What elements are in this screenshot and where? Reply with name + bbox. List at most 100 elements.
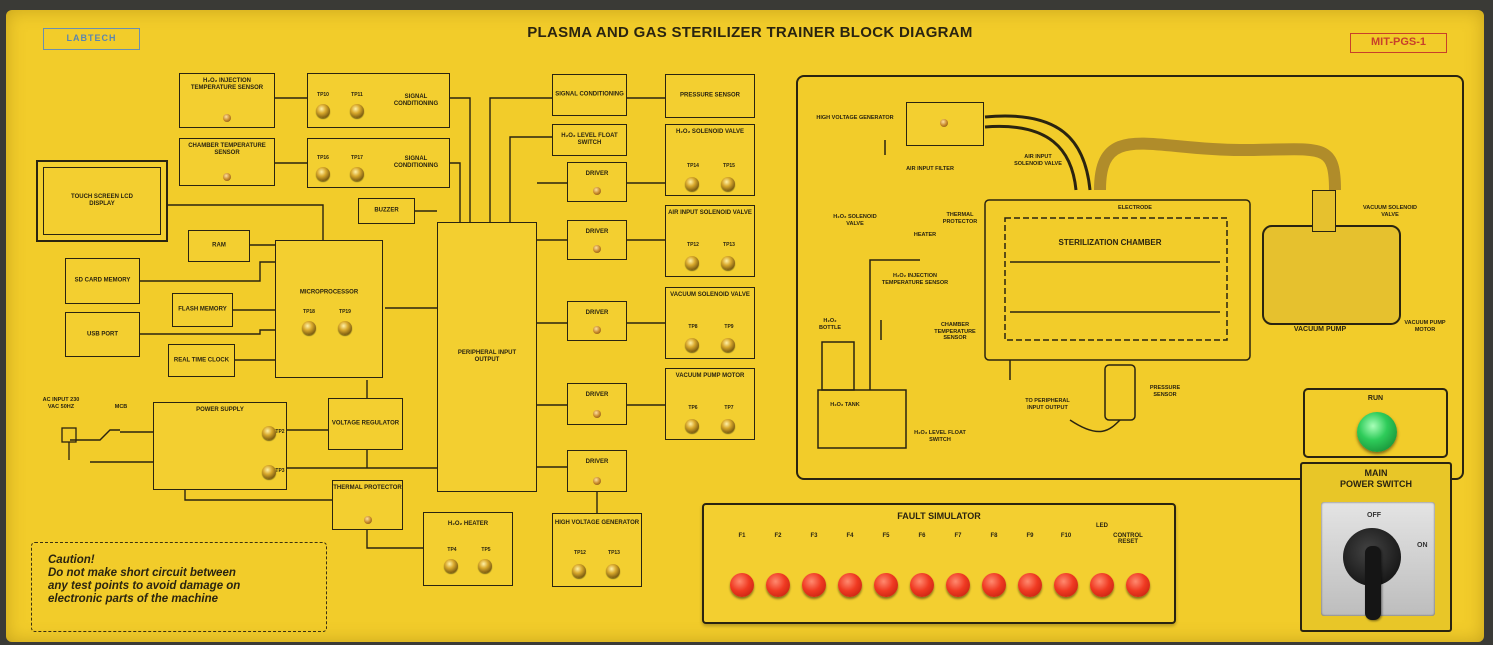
- diagram-title: PLASMA AND GAS STERILIZER TRAINER BLOCK …: [440, 24, 1060, 41]
- switch-plate: OFF ON: [1321, 502, 1435, 616]
- test-point-jack[interactable]: [572, 564, 586, 578]
- test-point-jack[interactable]: [685, 256, 699, 270]
- test-point-jack[interactable]: [338, 321, 352, 335]
- test-point-label: TP18: [298, 309, 320, 316]
- block-label: RAM: [189, 243, 249, 250]
- test-point-jack[interactable]: [316, 104, 330, 118]
- fault-label-f2: F2: [758, 533, 798, 539]
- block-driver-5: DRIVER: [567, 450, 627, 492]
- indicator-led: [940, 119, 948, 127]
- main-power-switch-title: MAIN POWER SWITCH: [1302, 468, 1450, 490]
- block-label: DRIVER: [568, 451, 626, 466]
- block-signal-conditioning-1: SIGNAL CONDITIONING TP10 TP11: [307, 73, 450, 128]
- test-point-jack[interactable]: [685, 419, 699, 433]
- chamber-label-vacuum-valve: VACUUM SOLENOID VALVE: [1360, 205, 1420, 218]
- test-point-jack[interactable]: [350, 167, 364, 181]
- chamber-label-h2o2-valve: H₂O₂ SOLENOID VALVE: [830, 214, 880, 227]
- block-peripheral-io: PERIPHERAL INPUT OUTPUT: [437, 222, 537, 492]
- fault-button[interactable]: [766, 573, 790, 597]
- chamber-label-vacuum-motor: VACUUM PUMP MOTOR: [1400, 320, 1450, 333]
- fault-label-f8: F8: [974, 533, 1014, 539]
- block-label: VOLTAGE REGULATOR: [329, 421, 402, 428]
- block-ram: RAM: [188, 230, 250, 262]
- switch-title-line: MAIN: [1302, 468, 1450, 479]
- fault-button[interactable]: [802, 573, 826, 597]
- fault-button[interactable]: [910, 573, 934, 597]
- model-number: MIT-PGS-1: [1350, 33, 1447, 53]
- block-real-time-clock: REAL TIME CLOCK: [168, 344, 235, 377]
- test-point-jack[interactable]: [606, 564, 620, 578]
- fault-button[interactable]: [730, 573, 754, 597]
- fault-button[interactable]: [874, 573, 898, 597]
- block-signal-conditioning-2: SIGNAL CONDITIONING TP16 TP17: [307, 138, 450, 188]
- test-point-label: TP12: [682, 242, 704, 249]
- run-button[interactable]: [1357, 412, 1397, 452]
- test-point-jack[interactable]: [721, 338, 735, 352]
- test-point-label: TP11: [346, 92, 368, 99]
- block-label: SIGNAL CONDITIONING: [386, 94, 446, 108]
- test-point-label: TP4: [441, 547, 463, 554]
- block-label: DRIVER: [568, 302, 626, 317]
- block-label: USB PORT: [66, 331, 139, 338]
- caution-line: Do not make short circuit between: [48, 567, 326, 580]
- chamber-label-hv-generator: HIGH VOLTAGE GENERATOR: [815, 115, 895, 122]
- chamber-label-thermal-protector: THERMAL PROTECTOR: [930, 212, 990, 225]
- fault-button[interactable]: [1018, 573, 1042, 597]
- test-point-jack[interactable]: [444, 559, 458, 573]
- block-label: H₂O₂ SOLENOID VALVE: [666, 125, 754, 136]
- fault-label-f6: F6: [902, 533, 942, 539]
- block-label: H₂O₂ LEVEL FLOAT SWITCH: [553, 133, 626, 147]
- block-label: CHAMBER TEMPERATURE SENSOR: [180, 139, 274, 157]
- switch-off-label: OFF: [1367, 512, 1381, 519]
- test-point-jack[interactable]: [316, 167, 330, 181]
- test-point-label: TP5: [475, 547, 497, 554]
- block-signal-conditioning-3: SIGNAL CONDITIONING: [552, 74, 627, 116]
- indicator-led: [223, 114, 231, 122]
- chamber-label-electrode: ELECTRODE: [1110, 205, 1160, 212]
- test-point-jack[interactable]: [685, 177, 699, 191]
- fault-button[interactable]: [1090, 573, 1114, 597]
- chamber-label-peripheral: TO PERIPHERAL INPUT OUTPUT: [1020, 398, 1075, 411]
- test-point-jack[interactable]: [478, 559, 492, 573]
- fault-simulator-panel: FAULT SIMULATOR F1F2F3F4F5F6F7F8F9F10LED…: [702, 503, 1176, 624]
- block-label: MICROPROCESSOR: [276, 289, 382, 296]
- block-label: THERMAL PROTECTOR: [333, 481, 402, 492]
- fault-button[interactable]: [982, 573, 1006, 597]
- test-point-jack[interactable]: [350, 104, 364, 118]
- caution-line: Caution!: [48, 554, 326, 567]
- fault-button[interactable]: [1126, 573, 1150, 597]
- block-voltage-regulator: VOLTAGE REGULATOR: [328, 398, 403, 450]
- test-point-jack[interactable]: [685, 338, 699, 352]
- block-high-voltage-generator: HIGH VOLTAGE GENERATOR TP12 TP13: [552, 513, 642, 587]
- fault-button[interactable]: [1054, 573, 1078, 597]
- test-point-label: TP3: [269, 468, 291, 475]
- block-h2o2-heater: H₂O₂ HEATER TP4 TP5: [423, 512, 513, 586]
- fault-button[interactable]: [946, 573, 970, 597]
- test-point-label: TP14: [682, 163, 704, 170]
- block-label: BUZZER: [359, 208, 414, 215]
- fault-label-control-reset: CONTROL RESET: [1108, 533, 1148, 545]
- chamber-label-heater: HEATER: [905, 232, 945, 239]
- fault-label-led: LED: [1082, 523, 1122, 529]
- chamber-label-tank: H₂O₂ TANK: [830, 402, 860, 409]
- test-point-label: TP13: [603, 550, 625, 557]
- test-point-jack[interactable]: [721, 177, 735, 191]
- block-driver-4: DRIVER: [567, 383, 627, 425]
- fault-label-f1: F1: [722, 533, 762, 539]
- mcb-label: MCB: [106, 404, 136, 411]
- test-point-jack[interactable]: [721, 256, 735, 270]
- chamber-label-air-filter: AIR INPUT FILTER: [905, 166, 955, 173]
- test-point-label: TP13: [718, 242, 740, 249]
- block-driver-2: DRIVER: [567, 220, 627, 260]
- indicator-led: [593, 245, 601, 253]
- fault-label-f9: F9: [1010, 533, 1050, 539]
- test-point-label: TP10: [312, 92, 334, 99]
- block-label: FLASH MEMORY: [173, 307, 232, 314]
- fault-button[interactable]: [838, 573, 862, 597]
- test-point-jack[interactable]: [302, 321, 316, 335]
- caution-note: Caution! Do not make short circuit betwe…: [31, 542, 327, 632]
- rotary-switch-handle[interactable]: [1365, 546, 1381, 620]
- test-point-label: TP7: [718, 405, 740, 412]
- test-point-jack[interactable]: [721, 419, 735, 433]
- block-label: POWER SUPPLY: [154, 403, 286, 414]
